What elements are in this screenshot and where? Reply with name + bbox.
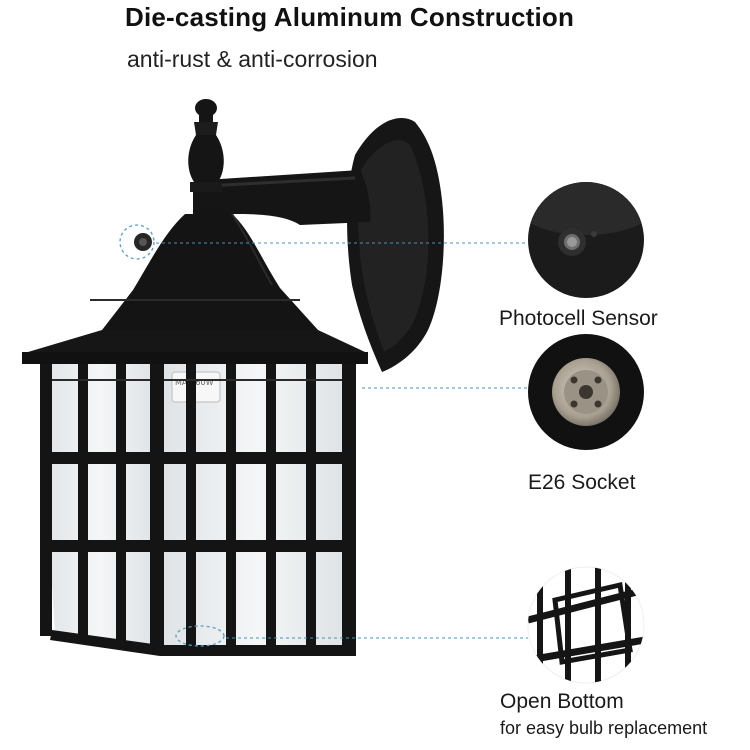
lantern-roof bbox=[22, 213, 368, 364]
open-bottom-label: Open Bottom bbox=[500, 690, 624, 713]
open-bottom-icon bbox=[527, 566, 645, 684]
wall-bracket bbox=[204, 118, 444, 372]
finial bbox=[188, 99, 224, 214]
callout-lines bbox=[156, 242, 528, 639]
open-bottom-sublabel: for easy bulb replacement bbox=[500, 718, 708, 738]
photocell-sensor-label: Photocell Sensor bbox=[499, 307, 658, 330]
photocell-sensor-icon bbox=[528, 182, 644, 298]
e26-socket-label: E26 Socket bbox=[528, 471, 636, 494]
subheadline: anti-rust & anti-corrosion bbox=[127, 46, 378, 72]
photocell-sensor bbox=[119, 224, 155, 260]
headline: Die-casting Aluminum Construction bbox=[125, 2, 575, 32]
lantern-body: MAX 60W bbox=[40, 364, 356, 656]
socket-icon bbox=[528, 334, 644, 450]
